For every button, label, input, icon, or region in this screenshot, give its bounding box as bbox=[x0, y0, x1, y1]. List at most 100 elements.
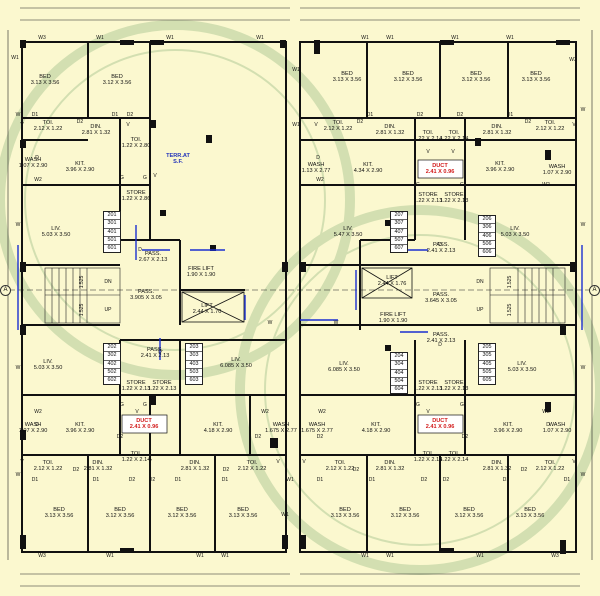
door-tag: D2 bbox=[254, 434, 262, 440]
room-label-kit-7: KIT.3.96 X 2.90 bbox=[493, 422, 523, 434]
window-tag: W1 bbox=[196, 553, 204, 559]
unit-number: 404 bbox=[391, 370, 407, 378]
window-tag: W1 bbox=[292, 67, 300, 73]
unit-number: 303 bbox=[186, 352, 202, 361]
room-label-toi-2: TOI.1.22 X 2.80 bbox=[121, 137, 151, 149]
window-tag: W1 bbox=[386, 35, 394, 41]
door-tag: D2 bbox=[128, 477, 136, 483]
unit-number: 505 bbox=[479, 369, 495, 378]
room-label-toi-9: TOI.2.12 X 1.22 bbox=[237, 460, 267, 472]
grill-tag: G bbox=[460, 402, 464, 408]
door-tag: D2 bbox=[461, 434, 469, 440]
unit-number: 602 bbox=[107, 377, 117, 384]
grill-tag: G bbox=[416, 402, 420, 408]
door-tag: D1 bbox=[174, 477, 182, 483]
door-tag: D2 bbox=[352, 467, 360, 473]
stair-dn-right: DN bbox=[476, 279, 484, 285]
unit-number: 205 bbox=[479, 344, 495, 353]
window-tag: W bbox=[580, 365, 586, 371]
duct-boxes bbox=[121, 159, 464, 434]
unit-number: 307 bbox=[391, 220, 407, 229]
window-tag: W2 bbox=[316, 177, 324, 183]
room-label-toi-4: TOI.1.22 X 2.14 bbox=[413, 130, 443, 142]
window-tag: W bbox=[15, 222, 21, 228]
window-tag: W1 bbox=[106, 553, 114, 559]
window-tag: W1 bbox=[286, 477, 294, 483]
egress-arrows bbox=[17, 225, 583, 360]
unit-number: 302 bbox=[104, 352, 120, 361]
window-tag: W1 bbox=[361, 35, 369, 41]
grill-tag: G bbox=[143, 402, 147, 408]
unit-number: 503 bbox=[186, 369, 202, 378]
room-label-toi-8: TOI.1.22 X 2.14 bbox=[121, 451, 151, 463]
stair-up-left: UP bbox=[104, 307, 112, 313]
room-label-kit-5: KIT.4.18 X 2.90 bbox=[203, 422, 233, 434]
window-tag: W1 bbox=[96, 35, 104, 41]
grill-tag: G bbox=[120, 402, 124, 408]
unit-number: 406 bbox=[479, 233, 495, 241]
door-tag: D1 bbox=[221, 477, 229, 483]
room-label-din-1: DIN.2.81 X 1.32 bbox=[81, 124, 111, 136]
door-tag: D2 bbox=[520, 467, 528, 473]
walls bbox=[21, 41, 577, 553]
room-label-pass-6: PASS.2.41 X 2.13 bbox=[140, 347, 170, 359]
room-label-din-2: DIN.2.81 X 1.32 bbox=[375, 124, 405, 136]
door-tag: D bbox=[546, 422, 550, 428]
window-tag: W2 bbox=[542, 409, 550, 415]
window-tag: W1 bbox=[451, 35, 459, 41]
door-tag: D1 bbox=[563, 477, 571, 483]
window-tag: W3 bbox=[38, 553, 46, 559]
door-tag: D1 bbox=[31, 112, 39, 118]
grill-tag: G bbox=[120, 175, 124, 181]
vent-tag: V bbox=[426, 409, 430, 415]
stair-riser-left-1: 1.525 bbox=[79, 275, 85, 289]
window-tag: W1 bbox=[361, 553, 369, 559]
vent-tag: V bbox=[302, 459, 306, 465]
unit-number: 207 bbox=[391, 212, 407, 221]
window-tag: W bbox=[15, 472, 21, 478]
room-label-kit-2: KIT.4.34 X 2.90 bbox=[353, 162, 383, 174]
vent-tag: V bbox=[276, 459, 280, 465]
window-tag: W1 bbox=[506, 35, 514, 41]
room-label-kit-4: KIT.3.96 X 2.90 bbox=[65, 422, 95, 434]
window-tag: W1 bbox=[11, 55, 19, 61]
vent-tag: V bbox=[451, 149, 455, 155]
window-tag: W1 bbox=[256, 35, 264, 41]
unit-number: 407 bbox=[391, 229, 407, 237]
window-tag: W2 bbox=[34, 409, 42, 415]
grill-tag: G bbox=[143, 175, 147, 181]
door-tag: D1 bbox=[368, 477, 376, 483]
grill-tag: G bbox=[460, 182, 464, 188]
unit-number: 607 bbox=[394, 245, 404, 252]
vent-tag: V bbox=[314, 122, 318, 128]
unit-number: 502 bbox=[104, 369, 120, 378]
window-tag: W3 bbox=[569, 57, 577, 63]
room-label-din-3: DIN.2.81 X 1.32 bbox=[482, 124, 512, 136]
unit-number: 604 bbox=[394, 386, 404, 393]
room-label-pass-4: PASS.3.645 X 3.05 bbox=[425, 292, 457, 304]
door-tag: D2 bbox=[416, 112, 424, 118]
door-tag: D2 bbox=[524, 119, 532, 125]
room-label-liv-4: LIV.5.03 X 3.50 bbox=[33, 359, 63, 371]
room-label-toi-11: TOI.1.22 X 2.14 bbox=[413, 451, 443, 463]
room-label-kit-1: KIT.3.96 X 2.90 bbox=[65, 161, 95, 173]
room-label-toi-10: TOI.2.12 X 1.22 bbox=[325, 460, 355, 472]
window-tag: W bbox=[267, 320, 273, 326]
door-tag: D2 bbox=[356, 119, 364, 125]
vent-tag: V bbox=[135, 409, 139, 415]
lift-shafts bbox=[181, 267, 413, 323]
door-tag: D2 bbox=[222, 467, 230, 473]
